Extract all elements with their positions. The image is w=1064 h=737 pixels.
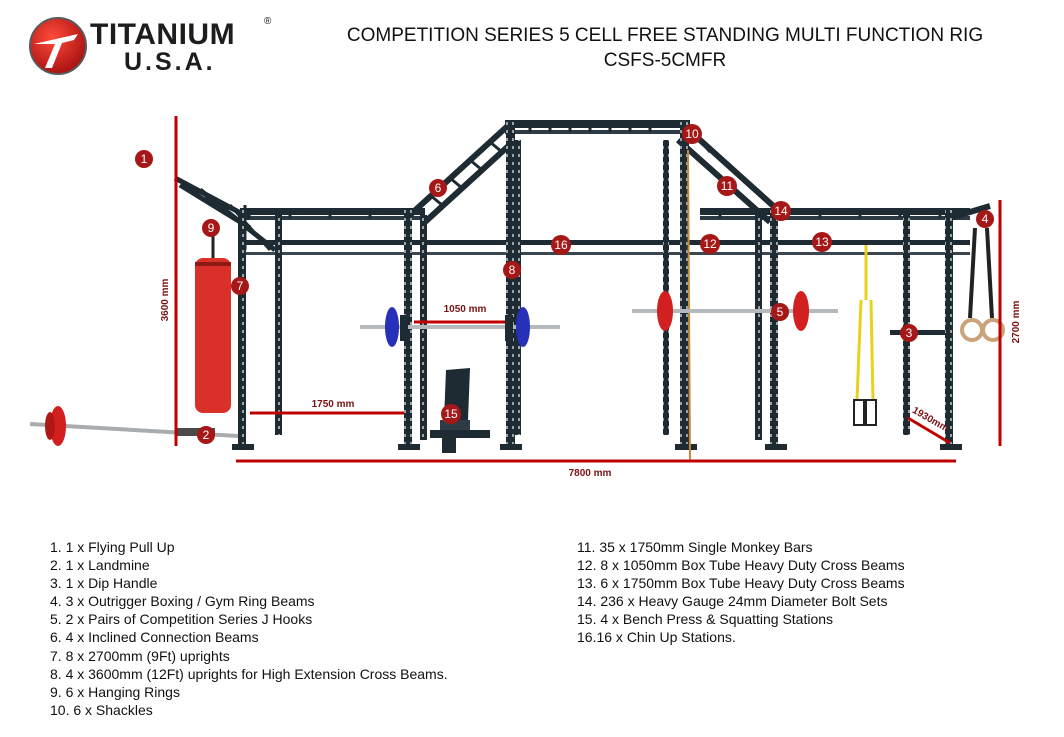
barbell-left [360, 307, 560, 347]
svg-text:5: 5 [777, 305, 784, 319]
svg-text:10: 10 [685, 127, 699, 141]
brand-logo: TITANIUM ® U.S.A. [28, 14, 278, 76]
dim-height-left: 3600 mm [160, 278, 171, 321]
legend-item: 10. 6 x Shackles [50, 701, 153, 718]
svg-text:2: 2 [203, 428, 210, 442]
callout-16: 16 [551, 235, 571, 255]
legend-item: 7. 8 x 2700mm (9Ft) uprights [50, 647, 230, 664]
legend-item: 3. 1 x Dip Handle [50, 575, 158, 592]
legend-item: 8. 4 x 3600mm (12Ft) uprights for High E… [50, 665, 448, 682]
svg-text:9: 9 [208, 221, 215, 235]
registered-mark: ® [264, 16, 272, 27]
callouts: 1 2 3 4 5 6 7 8 9 10 11 12 13 14 15 16 [135, 124, 994, 444]
callout-3: 3 [900, 324, 918, 342]
legend-item: 5. 2 x Pairs of Competition Series J Hoo… [50, 611, 313, 628]
legend-right: 11. 35 x 1750mm Single Monkey Bars 12. 8… [577, 538, 905, 647]
callout-1: 1 [135, 150, 153, 168]
callout-6: 6 [429, 179, 447, 197]
legend-item: 15. 4 x Bench Press & Squatting Stations [577, 611, 834, 628]
legend-item: 9. 6 x Hanging Rings [50, 683, 180, 700]
callout-2: 2 [197, 426, 215, 444]
dim-cross-beam: 1050 mm [444, 304, 487, 315]
svg-text:7: 7 [237, 279, 244, 293]
callout-11: 11 [717, 176, 737, 196]
dim-width-total: 7800 mm [569, 468, 612, 479]
dim-height-right: 2700 mm [1011, 300, 1022, 343]
landmine-barbell [29, 406, 239, 446]
legend-item: 13. 6 x 1750mm Box Tube Heavy Duty Cross… [577, 575, 905, 592]
legend-item: 11. 35 x 1750mm Single Monkey Bars [577, 539, 813, 555]
svg-text:11: 11 [721, 179, 734, 193]
svg-text:14: 14 [774, 204, 788, 218]
rig-diagram: 3600 mm 2700 mm 7800 mm 1050 mm 1750 mm … [29, 116, 1022, 479]
callout-5: 5 [771, 303, 789, 321]
legend-item: 16.16 x Chin Up Stations. [577, 629, 736, 646]
legend-item: 12. 8 x 1050mm Box Tube Heavy Duty Cross… [577, 557, 905, 574]
callout-7: 7 [231, 277, 249, 295]
legend-item: 6. 4 x Inclined Connection Beams [50, 629, 259, 646]
svg-text:1: 1 [141, 152, 148, 166]
svg-text:4: 4 [982, 212, 989, 226]
svg-text:13: 13 [815, 235, 829, 249]
legend-item: 4. 3 x Outrigger Boxing / Gym Ring Beams [50, 593, 315, 610]
svg-text:15: 15 [444, 407, 458, 421]
dimension-lines [174, 116, 1002, 463]
callout-10: 10 [682, 124, 702, 144]
callout-15: 15 [441, 404, 461, 424]
svg-text:12: 12 [703, 237, 717, 251]
svg-text:16: 16 [554, 238, 568, 252]
callout-9: 9 [202, 219, 220, 237]
punching-bag [195, 235, 231, 413]
legend-item: 2. 1 x Landmine [50, 557, 150, 574]
suspension-trainer [853, 245, 877, 426]
svg-text:8: 8 [509, 263, 516, 277]
page-title: COMPETITION SERIES 5 CELL FREE STANDING … [346, 25, 984, 46]
callout-4: 4 [976, 210, 994, 228]
svg-text:6: 6 [435, 181, 442, 195]
callout-12: 12 [700, 234, 720, 254]
model-number: CSFS-5CMFR [603, 50, 727, 71]
brand-country: U.S.A. [124, 48, 216, 76]
callout-8: 8 [503, 261, 521, 279]
legend-left: 1. 1 x Flying Pull Up 2. 1 x Landmine 3.… [50, 538, 448, 719]
titanium-emblem-icon [29, 17, 87, 75]
gym-rings [960, 227, 1005, 342]
legend-item: 14. 236 x Heavy Gauge 24mm Diameter Bolt… [577, 593, 888, 610]
callout-14: 14 [771, 201, 791, 221]
dim-bay: 1750 mm [312, 399, 355, 410]
callout-13: 13 [812, 232, 832, 252]
legend-item: 1. 1 x Flying Pull Up [50, 539, 175, 555]
svg-text:3: 3 [906, 326, 913, 340]
climbing-rope [687, 149, 691, 461]
rig-frame [173, 119, 991, 255]
barbell-right [632, 291, 838, 331]
brand-name: TITANIUM [90, 18, 236, 51]
